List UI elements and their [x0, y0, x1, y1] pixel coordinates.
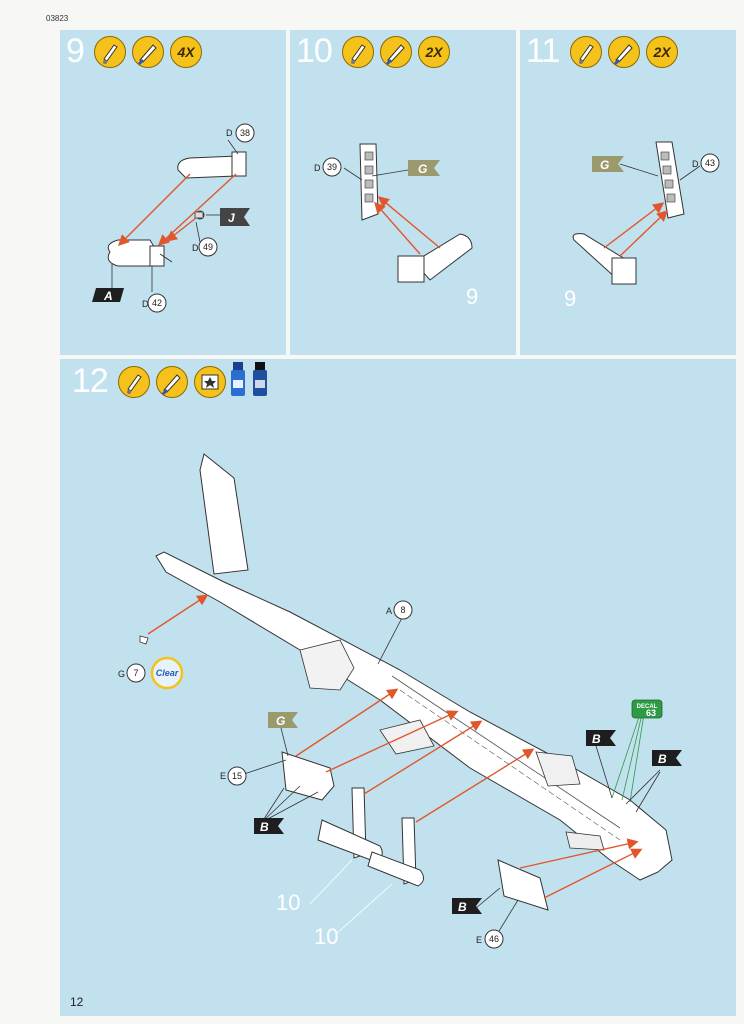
step-11-diagram: [572, 141, 701, 285]
part-letter: D: [226, 128, 233, 138]
step-number-9: 9: [66, 32, 85, 70]
paint-brush-icon: [156, 366, 188, 398]
step-number-10: 10: [296, 32, 333, 70]
decal-badge: [631, 699, 663, 719]
paint-flag: G: [418, 162, 427, 176]
step-10-panel: [290, 30, 516, 355]
clear-paint-badge: [150, 656, 184, 690]
reference-step: 9: [564, 286, 576, 311]
step-number-12: 12: [72, 362, 109, 400]
reference-step: 10: [314, 924, 338, 949]
step-9-diagram: [107, 139, 247, 292]
paint-jar-icon: [230, 362, 246, 396]
page-number: 12: [70, 995, 84, 1009]
part-number: 38: [240, 128, 250, 138]
paint-brush-icon: [380, 36, 412, 68]
part-number: 7: [133, 668, 138, 678]
part-letter: D: [692, 159, 699, 169]
multiplier-badge: 2X: [646, 36, 678, 68]
paint-flag: B: [260, 820, 269, 834]
part-number: 8: [400, 605, 405, 615]
glue-icon: [570, 36, 602, 68]
paint-flag: B: [592, 732, 601, 746]
part-letter: A: [386, 606, 392, 616]
paint-flag: G: [600, 158, 609, 172]
multiplier-badge: 4X: [170, 36, 202, 68]
part-letter: D: [314, 163, 321, 173]
part-letter: E: [220, 771, 226, 781]
step-12-fuselage: [155, 453, 673, 881]
part-letter: G: [118, 669, 125, 679]
paint-flag: G: [276, 714, 285, 728]
part-number: 39: [327, 162, 337, 172]
glue-icon: [118, 366, 150, 398]
glue-icon: [342, 36, 374, 68]
part-number: 43: [705, 158, 715, 168]
glue-icon: [94, 36, 126, 68]
part-letter: E: [476, 935, 482, 945]
part-number: 15: [232, 771, 242, 781]
paint-flag: A: [103, 289, 113, 303]
part-number: 49: [203, 242, 213, 252]
clear-label: Clear: [156, 668, 179, 678]
part-number: 46: [489, 934, 499, 944]
decal-label: DECAL: [637, 704, 658, 710]
part-letter: D: [192, 243, 199, 253]
multiplier-badge: 2X: [418, 36, 450, 68]
reference-step: 9: [466, 284, 478, 309]
part-number: 42: [152, 298, 162, 308]
reference-step: 10: [276, 890, 300, 915]
paint-brush-icon: [132, 36, 164, 68]
paint-brush-icon: [608, 36, 640, 68]
paint-flag: B: [658, 752, 667, 766]
paint-flag: B: [458, 900, 467, 914]
decal-number: 63: [646, 708, 656, 718]
part-letter: D: [142, 299, 149, 309]
page-code: 03823: [46, 14, 69, 23]
paint-flag: J: [228, 211, 235, 225]
paint-jar-icon: [252, 362, 268, 396]
decal-icon: [194, 366, 226, 398]
step-10-diagram: [343, 143, 473, 283]
step-number-11: 11: [526, 32, 560, 70]
step-11-panel: [520, 30, 736, 355]
